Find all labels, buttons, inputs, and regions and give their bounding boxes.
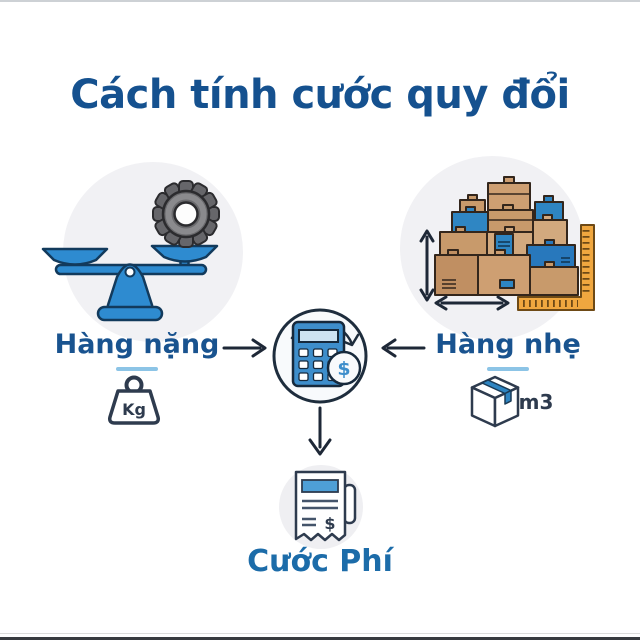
light-goods-illustration (400, 156, 595, 340)
horizontal-dimension-arrow-icon (434, 295, 510, 311)
heavy-goods-illustration (41, 162, 243, 342)
vertical-dimension-arrow-icon (419, 229, 435, 302)
dollar-coin-icon: $ (326, 350, 362, 386)
scale-right-pan (150, 244, 219, 263)
ruler-icon (517, 224, 595, 311)
light-label-underline (487, 367, 529, 371)
arrow-heavy-to-calculator (222, 338, 267, 358)
scale-pedestal (96, 263, 164, 322)
kg-unit-label: Kg (122, 400, 146, 419)
top-border-line (0, 0, 640, 2)
m3-unit-label: m3 (519, 390, 554, 414)
gear-icon (152, 180, 220, 248)
light-goods-label: Hàng nhẹ (435, 329, 581, 360)
receipt-dollar-symbol: $ (324, 514, 335, 533)
box-stack-icon (434, 176, 579, 296)
bottom-light-line (0, 633, 640, 634)
fee-receipt-illustration: $ (279, 465, 363, 549)
arrow-calculator-to-fee (308, 406, 332, 456)
receipt-icon: $ (294, 470, 357, 542)
coin-dollar-symbol: $ (337, 358, 350, 380)
calculator-node: $ (272, 308, 368, 404)
fee-label: Cước Phí (247, 544, 393, 579)
heavy-goods-label: Hàng nặng (54, 329, 220, 360)
heavy-label-underline (116, 367, 158, 371)
cube-m3-icon: m3 (470, 375, 554, 428)
page-title: Cách tính cước quy đổi (70, 72, 570, 118)
weight-kg-icon: Kg (108, 375, 160, 425)
bottom-border-line (0, 637, 640, 640)
arrow-light-to-calculator (381, 338, 426, 358)
